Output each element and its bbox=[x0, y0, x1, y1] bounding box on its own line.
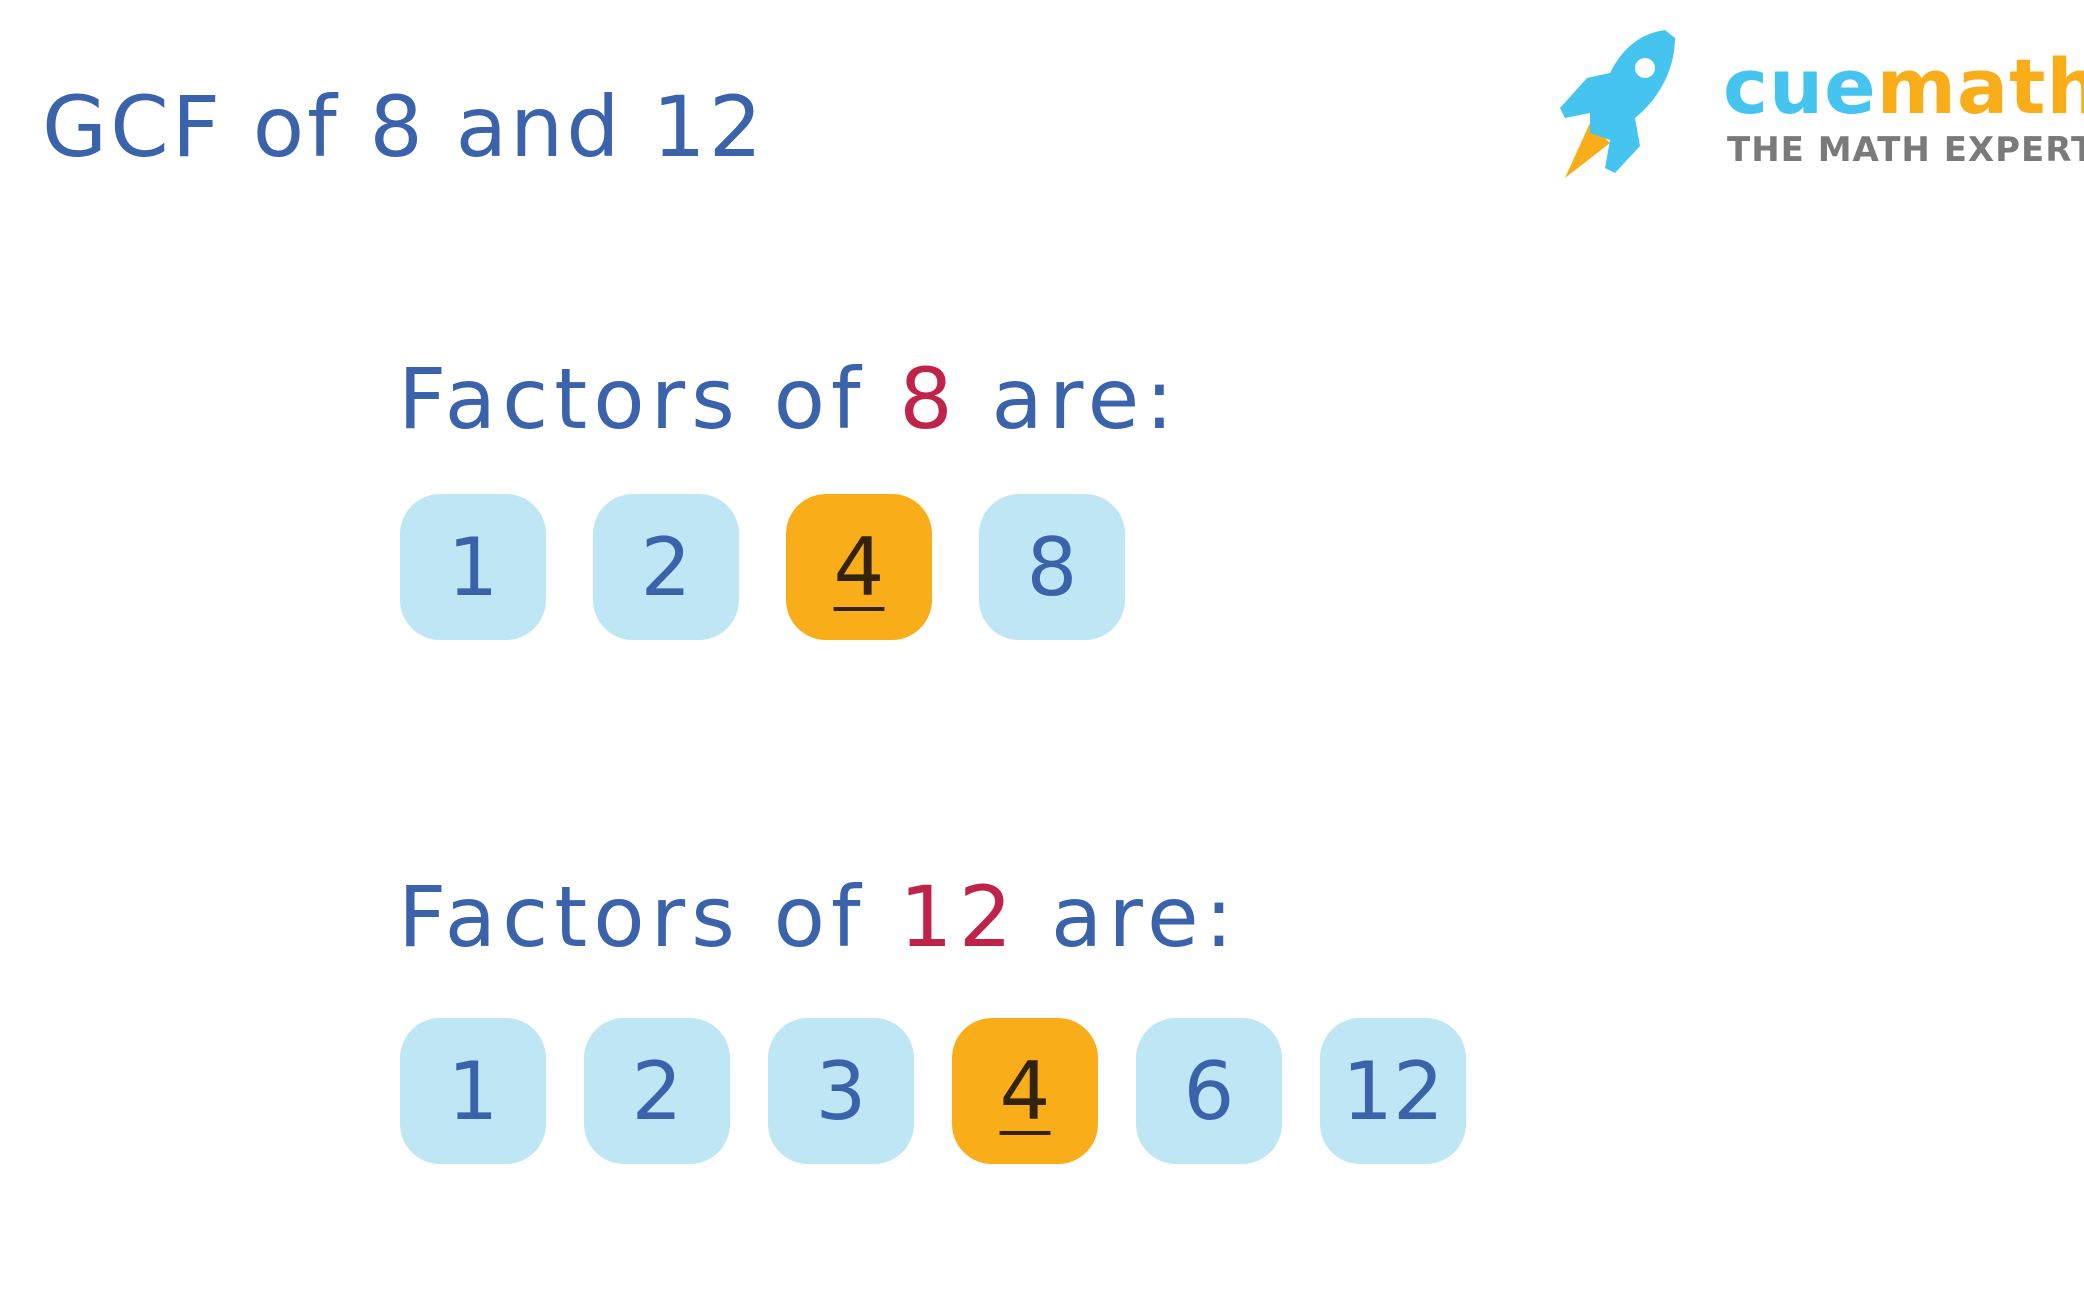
gcf-factor-box: 4 bbox=[786, 494, 932, 640]
brand-tagline: THE MATH EXPERT bbox=[1727, 130, 2084, 170]
heading-suffix: are: bbox=[1018, 868, 1240, 966]
heading-suffix: are: bbox=[958, 350, 1180, 448]
heading-prefix: Factors of bbox=[398, 868, 900, 966]
heading-number: 12 bbox=[899, 868, 1019, 966]
page-title: GCF of 8 and 12 bbox=[42, 78, 766, 176]
factor-box: 3 bbox=[768, 1018, 914, 1164]
factor-box: 1 bbox=[400, 494, 546, 640]
brand-math: math bbox=[1876, 42, 2084, 131]
factor-box: 2 bbox=[593, 494, 739, 640]
factors-of-12-heading: Factors of 12 are: bbox=[398, 868, 1239, 966]
factor-box: 6 bbox=[1136, 1018, 1282, 1164]
brand-name: cuemath bbox=[1723, 42, 2084, 131]
factors-of-8-row: 1 2 4 8 bbox=[400, 494, 1125, 640]
factor-box: 1 bbox=[400, 1018, 546, 1164]
factors-of-12-row: 1 2 3 4 6 12 bbox=[400, 1018, 1466, 1164]
brand-cue: cue bbox=[1723, 42, 1877, 131]
heading-prefix: Factors of bbox=[398, 350, 900, 448]
factor-box: 8 bbox=[979, 494, 1125, 640]
rocket-icon bbox=[1560, 30, 1675, 178]
cuemath-logo: cuemath THE MATH EXPERT bbox=[1545, 28, 2084, 178]
gcf-factor-box: 4 bbox=[952, 1018, 1098, 1164]
factors-of-8-heading: Factors of 8 are: bbox=[398, 350, 1180, 448]
heading-number: 8 bbox=[899, 350, 959, 448]
factor-box: 2 bbox=[584, 1018, 730, 1164]
factor-box: 12 bbox=[1320, 1018, 1466, 1164]
